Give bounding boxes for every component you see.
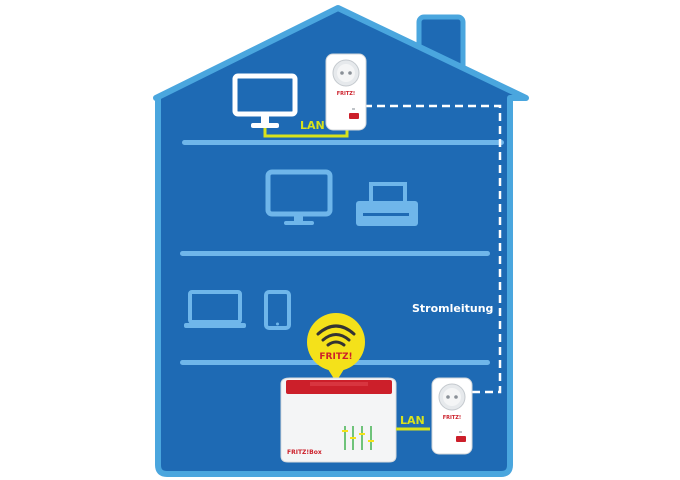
house: [153, 5, 529, 477]
wifi-icon: [316, 324, 356, 347]
floor-line-middle: [180, 251, 490, 256]
tablet-icon: [264, 290, 291, 330]
router-brand: FRITZ!Box: [287, 449, 322, 456]
router-icon: FRITZ!Box: [280, 377, 397, 463]
powerline-adapter-icon: FRITZ!: [325, 53, 367, 131]
router-leds: [342, 426, 374, 450]
fritz-badge-text: FRITZ!: [319, 352, 352, 362]
monitor-outline-icon: [265, 169, 333, 225]
powerline-path: [364, 104, 502, 394]
floor-line-top: [182, 140, 504, 145]
powerline-adapter-icon: FRITZ!: [431, 377, 473, 455]
lan-label-bottom: LAN: [400, 414, 425, 427]
adapter-brand: FRITZ!: [443, 415, 461, 421]
laptop-icon: [184, 290, 246, 328]
lan-label-top: LAN: [300, 119, 325, 132]
adapter-brand: FRITZ!: [337, 91, 355, 97]
printer-icon: [356, 182, 418, 226]
monitor-icon: [232, 73, 298, 128]
powerline-label: Stromleitung: [412, 302, 493, 315]
wifi-badge: FRITZ!: [307, 313, 365, 382]
